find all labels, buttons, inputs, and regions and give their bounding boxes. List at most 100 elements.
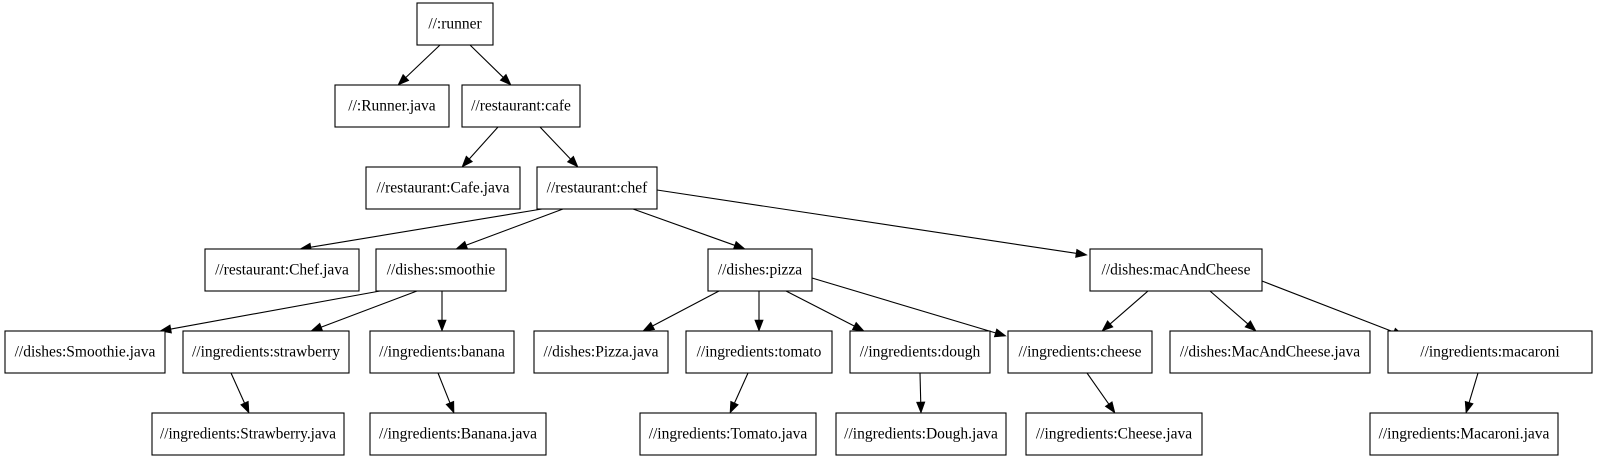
node-label: //ingredients:cheese <box>1018 344 1141 361</box>
edge-arrowhead <box>397 73 410 86</box>
graph-edge <box>632 208 746 250</box>
graph-node-tomato_java[interactable]: //ingredients:Tomato.java <box>639 412 817 456</box>
node-box[interactable] <box>369 412 547 456</box>
graph-node-dishes_smoothie[interactable]: //dishes:smoothie <box>375 248 507 292</box>
node-box[interactable] <box>1169 330 1371 374</box>
graph-edge <box>230 372 250 414</box>
node-label: //:Runner.java <box>348 98 436 115</box>
graph-edge <box>1101 290 1149 332</box>
edge-arrowhead <box>729 400 739 414</box>
edge-arrowhead <box>1075 248 1088 258</box>
graph-edge <box>1209 290 1257 332</box>
edge-line <box>437 372 451 403</box>
node-box[interactable] <box>1387 330 1593 374</box>
node-label: //ingredients:Strawberry.java <box>160 426 336 443</box>
node-label: //ingredients:Banana.java <box>379 426 537 443</box>
node-box[interactable] <box>151 412 345 456</box>
node-box[interactable] <box>707 248 813 292</box>
node-label: //restaurant:chef <box>547 180 649 197</box>
graph-node-banana_java[interactable]: //ingredients:Banana.java <box>369 412 547 456</box>
graph-node-dishes_mac[interactable]: //dishes:macAndCheese <box>1089 248 1263 292</box>
graph-node-restaurant_cafe[interactable]: //restaurant:cafe <box>461 84 581 128</box>
graph-node-ing_tomato[interactable]: //ingredients:tomato <box>685 330 833 374</box>
node-box[interactable] <box>533 330 669 374</box>
graph-edge <box>397 44 441 86</box>
graph-node-macaroni_java[interactable]: //ingredients:Macaroni.java <box>1369 412 1559 456</box>
edge-line <box>1261 280 1394 333</box>
graph-node-smoothie_java[interactable]: //dishes:Smoothie.java <box>4 330 166 374</box>
node-box[interactable] <box>461 84 581 128</box>
node-box[interactable] <box>365 166 521 210</box>
edge-arrowhead <box>642 321 656 332</box>
node-box[interactable] <box>835 412 1007 456</box>
graph-node-dough_java[interactable]: //ingredients:Dough.java <box>835 412 1007 456</box>
node-box[interactable] <box>536 166 658 210</box>
graph-node-ing_macaroni[interactable]: //ingredients:macaroni <box>1387 330 1593 374</box>
graph-node-cafe_java[interactable]: //restaurant:Cafe.java <box>365 166 521 210</box>
graph-edge <box>656 189 1088 258</box>
edge-line <box>405 44 441 78</box>
node-box[interactable] <box>849 330 991 374</box>
node-label: //restaurant:Cafe.java <box>377 180 510 197</box>
graph-edge <box>461 126 499 168</box>
edge-line <box>170 290 381 330</box>
node-label: //ingredients:tomato <box>697 344 822 361</box>
graph-edge <box>1261 280 1405 337</box>
edge-line <box>539 126 571 160</box>
node-label: //ingredients:Cheese.java <box>1036 426 1192 443</box>
graph-node-runner_java[interactable]: //:Runner.java <box>334 84 450 128</box>
graph-edge <box>785 290 865 332</box>
graph-node-mac_java[interactable]: //dishes:MacAndCheese.java <box>1169 330 1371 374</box>
graph-node-strawberry_java[interactable]: //ingredients:Strawberry.java <box>151 412 345 456</box>
graph-node-restaurant_chef[interactable]: //restaurant:chef <box>536 166 658 210</box>
edge-line <box>466 208 564 246</box>
node-box[interactable] <box>375 248 507 292</box>
node-box[interactable] <box>685 330 833 374</box>
edge-line <box>468 126 499 160</box>
node-box[interactable] <box>416 2 494 46</box>
edge-arrowhead <box>455 240 469 250</box>
graph-node-pizza_java[interactable]: //dishes:Pizza.java <box>533 330 669 374</box>
node-label: //ingredients:Dough.java <box>844 426 998 443</box>
graph-node-runner[interactable]: //:runner <box>416 2 494 46</box>
graph-node-ing_strawberry[interactable]: //ingredients:strawberry <box>182 330 350 374</box>
graph-node-dishes_pizza[interactable]: //dishes:pizza <box>707 248 813 292</box>
node-box[interactable] <box>334 84 450 128</box>
edge-arrowhead <box>732 240 746 250</box>
graph-edge <box>916 372 926 414</box>
graph-edge <box>455 208 564 250</box>
node-box[interactable] <box>4 330 166 374</box>
node-label: //dishes:Pizza.java <box>544 344 659 361</box>
edge-line <box>785 290 855 327</box>
node-box[interactable] <box>204 248 360 292</box>
node-box[interactable] <box>369 330 515 374</box>
node-box[interactable] <box>1369 412 1559 456</box>
edge-arrowhead <box>437 319 447 332</box>
edge-line <box>734 372 749 404</box>
graph-node-ing_dough[interactable]: //ingredients:dough <box>849 330 991 374</box>
edge-line <box>321 290 418 328</box>
edge-arrowhead <box>851 321 865 332</box>
graph-edge <box>159 290 381 334</box>
graph-node-chef_java[interactable]: //restaurant:Chef.java <box>204 248 360 292</box>
node-box[interactable] <box>182 330 350 374</box>
edge-arrowhead <box>1464 400 1474 414</box>
node-box[interactable] <box>1089 248 1263 292</box>
edge-line <box>230 372 245 404</box>
node-label: //ingredients:strawberry <box>192 344 340 361</box>
node-label: //ingredients:banana <box>379 344 505 361</box>
graph-node-ing_banana[interactable]: //ingredients:banana <box>369 330 515 374</box>
node-box[interactable] <box>639 412 817 456</box>
graph-edge <box>539 126 579 168</box>
node-box[interactable] <box>1025 412 1203 456</box>
nodes-layer: //:runner //:Runner.java //restaurant:cafe… <box>4 2 1593 456</box>
graph-edge <box>642 290 720 332</box>
graph-node-cheese_java[interactable]: //ingredients:Cheese.java <box>1025 412 1203 456</box>
node-box[interactable] <box>1007 330 1153 374</box>
edge-arrowhead <box>1104 401 1116 414</box>
node-label: //dishes:pizza <box>718 262 802 279</box>
graph-edge <box>437 372 455 414</box>
edge-line <box>1109 290 1149 325</box>
graph-node-ing_cheese[interactable]: //ingredients:cheese <box>1007 330 1153 374</box>
edge-arrowhead <box>916 401 926 414</box>
